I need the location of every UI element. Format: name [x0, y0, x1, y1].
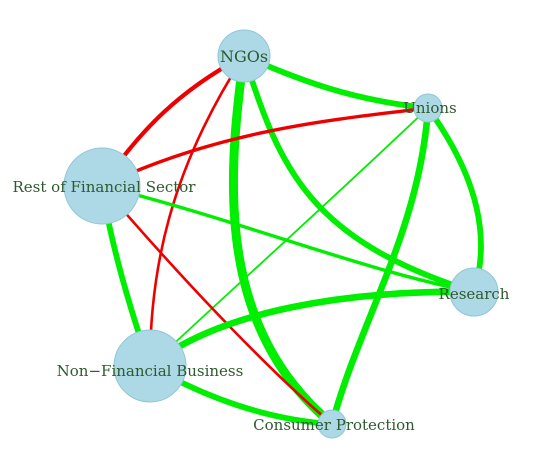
nodes-layer: [63, 29, 499, 439]
edge-rest-fin-research: [100, 184, 476, 294]
node-consumer[interactable]: [317, 409, 347, 439]
node-ngos[interactable]: [217, 29, 271, 83]
edge-unions-consumer: [328, 104, 432, 428]
node-label-rest-fin: Rest of Financial Sector: [13, 178, 197, 196]
edge-ngos-unions: [241, 53, 431, 111]
edge-unions-research: [425, 105, 484, 295]
edge-unions-non-fin: [149, 107, 429, 367]
edge-research-non-fin: [146, 288, 478, 370]
node-label-non-fin: Non−Financial Business: [57, 362, 244, 380]
node-non-fin[interactable]: [113, 329, 187, 403]
node-label-research: Research: [439, 285, 510, 303]
edge-ngos-non-fin: [148, 54, 246, 368]
edge-ngos-consumer: [228, 51, 337, 429]
node-label-unions: Unions: [403, 99, 457, 117]
node-label-consumer: Consumer Protection: [253, 416, 415, 434]
edge-rest-fin-consumer: [100, 184, 334, 426]
node-research[interactable]: [449, 267, 499, 317]
node-unions[interactable]: [413, 93, 443, 123]
node-label-ngos: NGOs: [220, 47, 268, 66]
node-rest-fin[interactable]: [63, 147, 141, 225]
edge-unions-rest-fin: [100, 106, 430, 188]
edge-ngos-research: [241, 53, 477, 295]
